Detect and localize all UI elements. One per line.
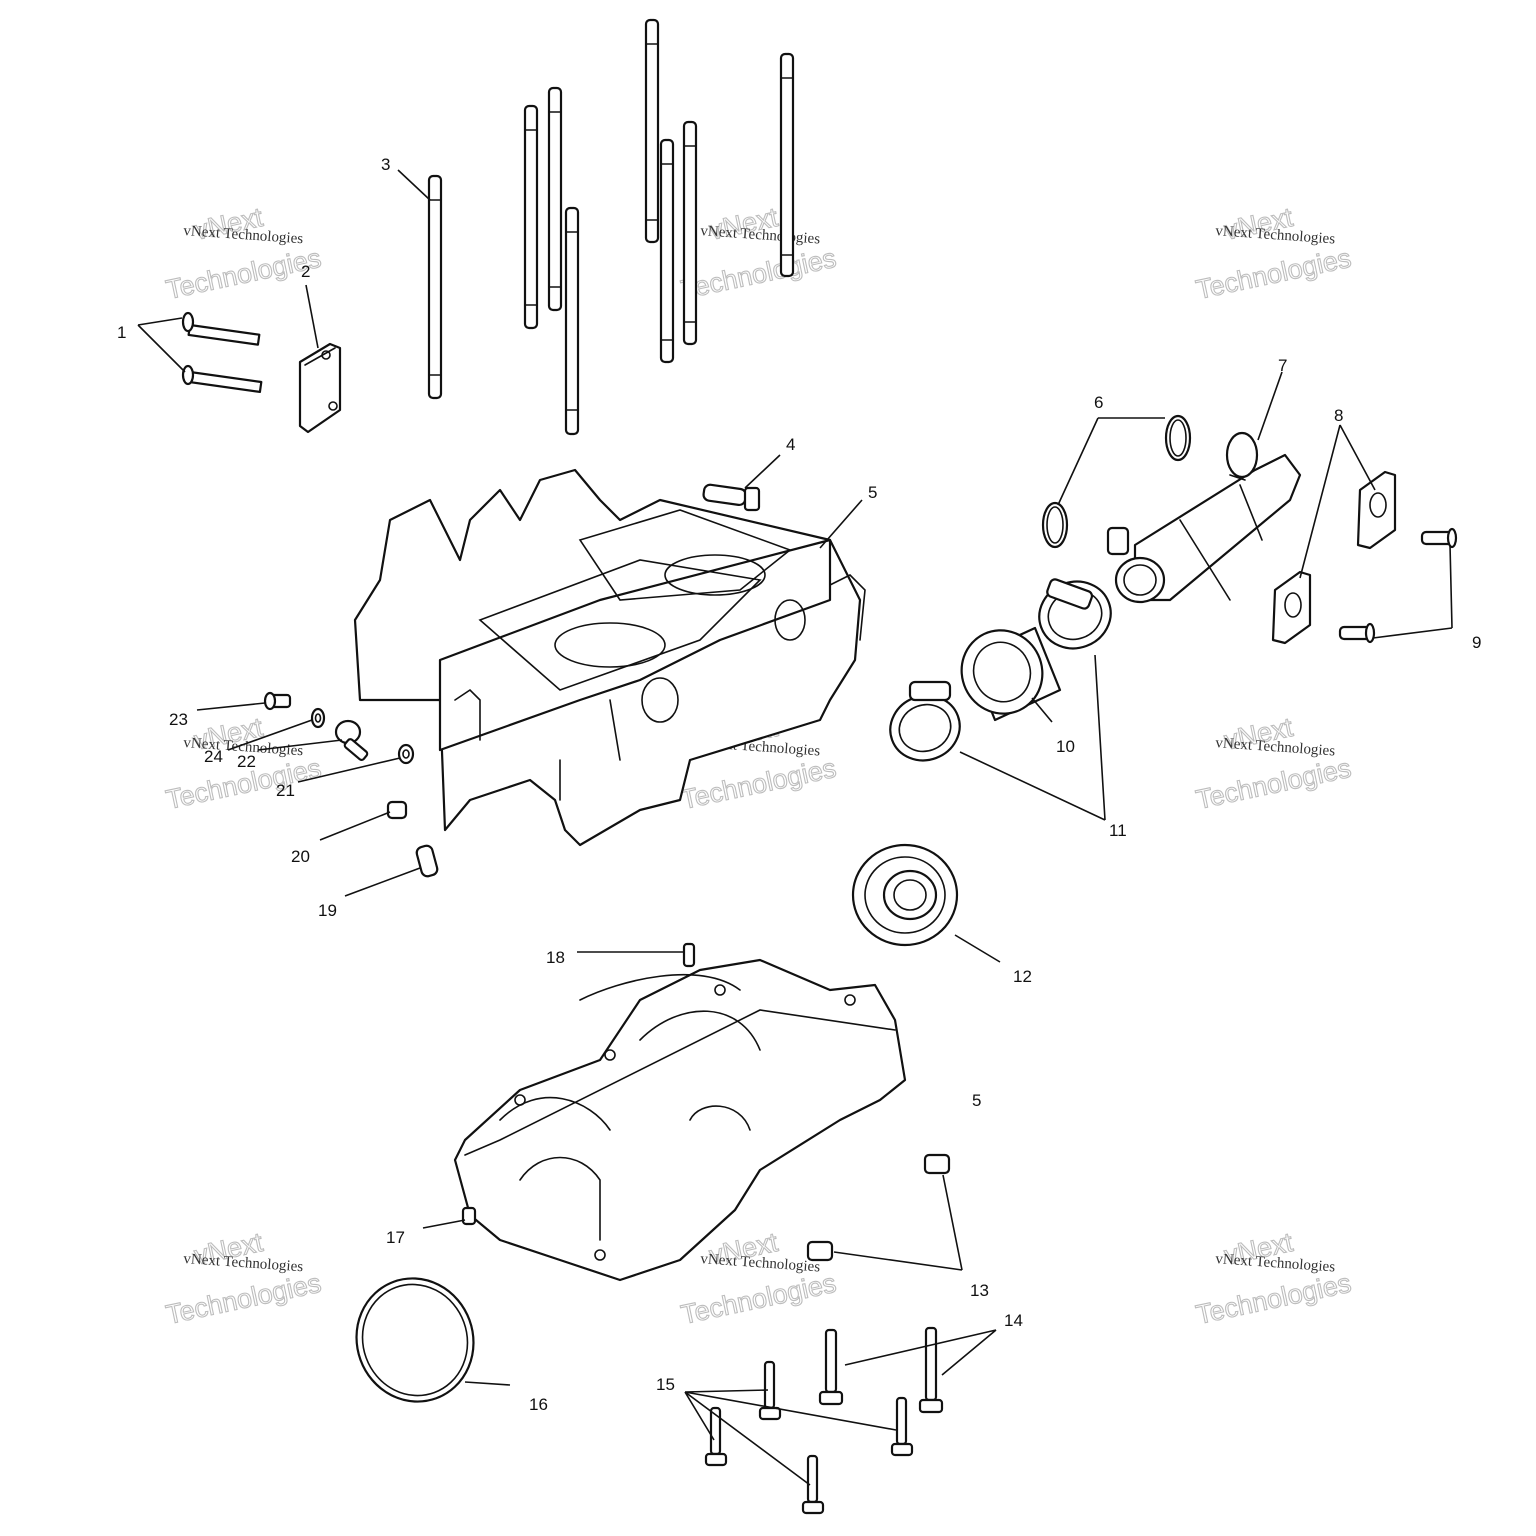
- part-19-pin: [415, 844, 439, 878]
- part-18-dowel-pin: [682, 942, 696, 968]
- part-24-washer: [310, 707, 326, 729]
- part-4-fitting: [702, 483, 761, 512]
- part-23-banjo-bolt: [263, 691, 292, 711]
- part-14-15-flange-bolts: [704, 1326, 944, 1515]
- watermark-word: Technologies: [678, 753, 838, 815]
- part-20-bushing: [386, 800, 408, 820]
- watermark-word: Technologies: [678, 1268, 838, 1330]
- watermark-word: Technologies: [678, 243, 838, 305]
- part-22-banjo-fitting: [334, 719, 369, 761]
- callout-21: 21: [276, 781, 295, 800]
- watermark-word: Technologies: [163, 243, 323, 305]
- watermark-word: Technologies: [1193, 243, 1353, 305]
- watermark-line: vNext Technologies: [700, 1251, 821, 1275]
- part-1-bolts: [181, 311, 263, 394]
- callout-8: 8: [1334, 406, 1343, 425]
- part-7-coolant-pipe: [1106, 431, 1302, 604]
- part-12-seal: [851, 843, 959, 947]
- part-2-cover-plate: [298, 342, 342, 434]
- callout-2: 2: [301, 262, 310, 281]
- part-3-studs: [427, 18, 795, 436]
- callout-19: 19: [318, 901, 337, 920]
- callout-17: 17: [386, 1228, 405, 1247]
- watermark-word: Technologies: [1193, 753, 1353, 815]
- part-21-washer: [397, 743, 415, 765]
- callout-18: 18: [546, 948, 565, 967]
- part-11-hose-clamps: [889, 578, 1112, 762]
- watermark-top-left: vNext Technologies: [163, 201, 325, 305]
- callout-labels: 1 2 3 4 5 5 6 7 8 9 10 11 12 13 14 15 16…: [117, 155, 1481, 1414]
- part-13-plugs: [806, 1153, 951, 1262]
- part-6-o-rings: [1041, 414, 1192, 549]
- callout-11: 11: [1109, 821, 1127, 840]
- callout-5-lower: 5: [972, 1091, 981, 1110]
- part-17-dowel: [461, 1206, 477, 1226]
- part-5-lower-crankcase: [453, 958, 907, 1282]
- callout-14: 14: [1004, 1311, 1023, 1330]
- leader-lines: [137, 169, 1453, 1486]
- watermark-line: vNext Technologies: [1215, 1251, 1336, 1275]
- part-8-brackets: [1271, 470, 1397, 645]
- watermark-line: vNext Technologies: [1215, 735, 1336, 759]
- watermark-line: vNext Technologies: [183, 1251, 304, 1275]
- callout-20: 20: [291, 847, 310, 866]
- watermark-word: Technologies: [1193, 1268, 1353, 1330]
- callout-15: 15: [656, 1375, 675, 1394]
- part-9-screws: [1338, 527, 1458, 644]
- callout-5-upper: 5: [868, 483, 877, 502]
- callout-23: 23: [169, 710, 188, 729]
- callout-1: 1: [117, 323, 126, 342]
- callout-22: 22: [237, 752, 256, 771]
- callout-24: 24: [204, 747, 223, 766]
- watermark-word: Technologies: [163, 1268, 323, 1330]
- callout-13: 13: [970, 1281, 989, 1300]
- callout-4: 4: [786, 435, 795, 454]
- watermark-top-right: vNext Technologies: [1193, 201, 1355, 305]
- part-5-upper-crankcase: [353, 468, 866, 847]
- part-16-snap-ring: [355, 1277, 475, 1403]
- callout-12: 12: [1013, 967, 1032, 986]
- callout-16: 16: [529, 1395, 548, 1414]
- callout-9: 9: [1472, 633, 1481, 652]
- part-10-hose: [960, 626, 1062, 722]
- callout-10: 10: [1056, 737, 1075, 756]
- callout-3: 3: [381, 155, 390, 174]
- callout-7: 7: [1278, 356, 1287, 375]
- callout-6: 6: [1094, 393, 1103, 412]
